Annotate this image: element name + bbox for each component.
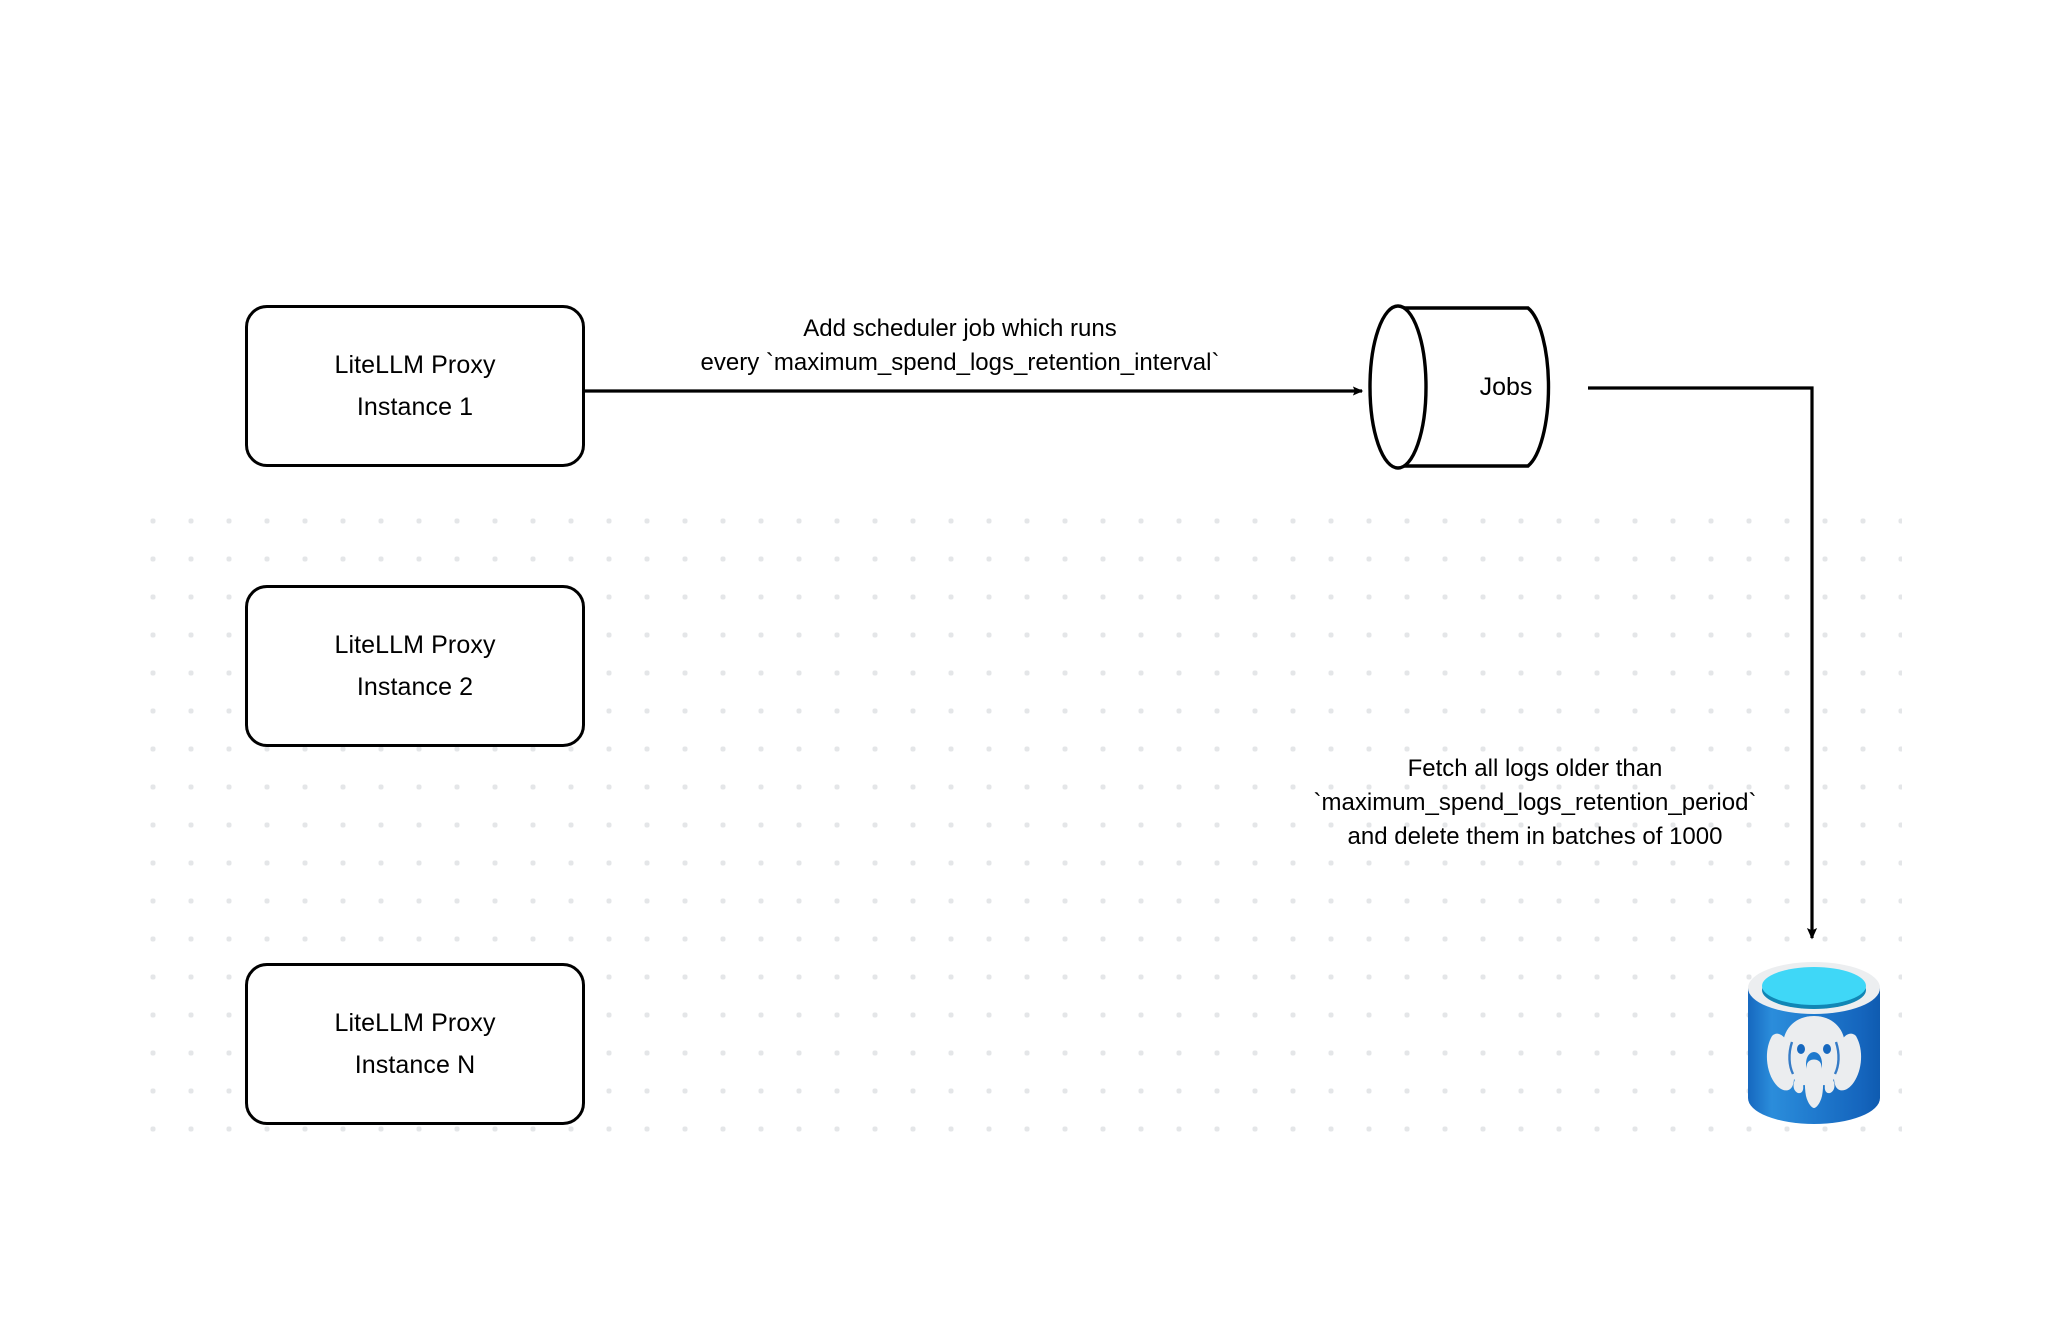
node-litellm-proxy-instance-2[interactable]: LiteLLM Proxy Instance 2 bbox=[245, 585, 585, 747]
edge-label-add-scheduler-job: Add scheduler job which runs every `maxi… bbox=[600, 312, 1320, 380]
edge-label-text: Add scheduler job which runs bbox=[803, 315, 1117, 342]
edge-label-text: Fetch all logs older than bbox=[1407, 755, 1663, 782]
edge-label-fetch-and-delete-logs: Fetch all logs older than `maximum_spend… bbox=[1250, 752, 1820, 854]
cylinder-shape bbox=[1368, 304, 1551, 470]
edge-label-line-2: `maximum_spend_logs_retention_period` bbox=[1313, 789, 1757, 816]
postgresql-database-icon bbox=[1748, 962, 1880, 1124]
elephant-glyph bbox=[1766, 1016, 1862, 1108]
node-litellm-proxy-instance-n[interactable]: LiteLLM Proxy Instance N bbox=[245, 963, 585, 1125]
elephant-eyes bbox=[1797, 1044, 1831, 1054]
node-label: Jobs bbox=[1479, 372, 1533, 401]
edge-label-line-1: Add scheduler job which runs bbox=[600, 312, 1320, 346]
edge-label-line-3: and delete them in batches of 1000 bbox=[1347, 823, 1723, 850]
node-label: LiteLLM Proxy Instance 1 bbox=[334, 351, 496, 421]
node-litellm-proxy-instance-1[interactable]: LiteLLM Proxy Instance 1 bbox=[245, 305, 585, 467]
node-label: LiteLLM Proxy Instance N bbox=[334, 1009, 496, 1079]
edge-label-line-2: every `maximum_spend_logs_retention_inte… bbox=[700, 349, 1220, 376]
node-postgres-database[interactable] bbox=[1744, 952, 1884, 1134]
edge-jobs-to-postgres bbox=[1588, 386, 1818, 940]
node-label: LiteLLM Proxy Instance 2 bbox=[334, 631, 496, 701]
node-jobs-cylinder[interactable]: Jobs bbox=[1368, 302, 1588, 472]
edge-label-line-1: Fetch all logs older than bbox=[1250, 752, 1820, 786]
